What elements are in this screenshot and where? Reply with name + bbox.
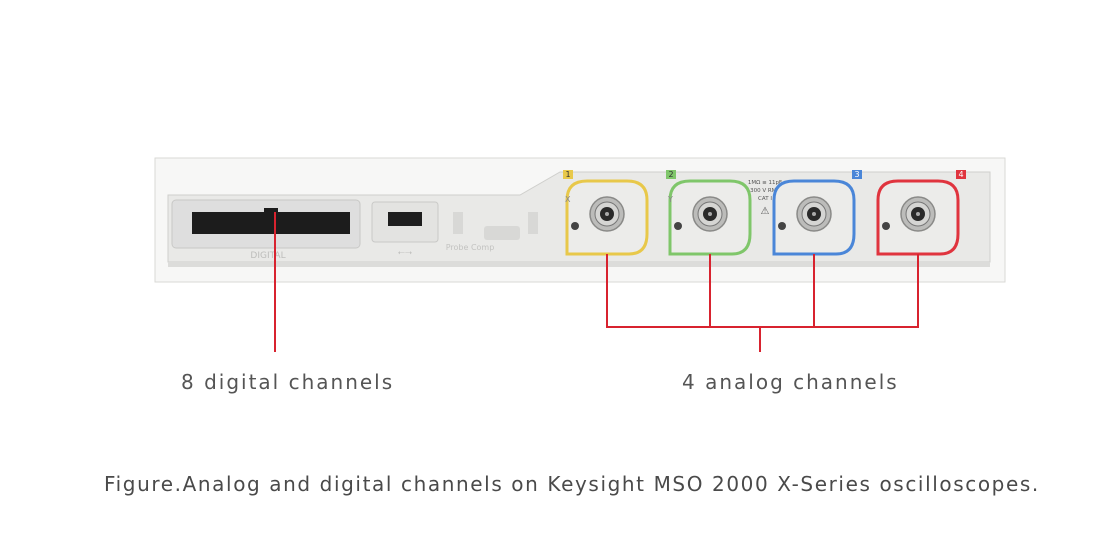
channel-4-number: 4	[958, 170, 963, 179]
usb-port	[388, 212, 422, 226]
bnc-connector-pin	[916, 212, 920, 216]
analog-channels-callout: 4 analog channels	[682, 370, 899, 394]
bnc-connector-pin	[708, 212, 712, 216]
channel-1-number: 1	[565, 170, 570, 179]
probe-comp-label: Probe Comp	[446, 243, 495, 252]
channel-2-number: 2	[668, 170, 673, 179]
channel-1-input: 1X	[563, 170, 649, 256]
spec-line-1: 1MΩ ≡ 11pF	[748, 180, 782, 186]
bnc-connector-pin	[812, 212, 816, 216]
probe-comp-ground	[484, 226, 520, 240]
warning-icon: ⚠	[761, 206, 770, 217]
ground-screw	[571, 222, 579, 230]
probe-comp-terminal-right	[528, 212, 538, 234]
digital-port-key	[264, 208, 278, 214]
usb-icon: ⭠⭢	[398, 248, 412, 258]
ground-screw	[674, 222, 682, 230]
channel-1-badge	[563, 170, 573, 179]
digital-port-label: DIGITAL	[250, 251, 285, 261]
channel-2-input: 2Y	[666, 170, 752, 256]
channel-4-input: 4	[876, 170, 966, 256]
bnc-connector-pin	[605, 212, 609, 216]
channel-2-badge	[666, 170, 676, 179]
figure-caption: Figure.Analog and digital channels on Ke…	[104, 472, 1040, 496]
panel-bottom-edge	[168, 262, 990, 267]
digital-port	[192, 212, 350, 234]
channel-3-badge	[852, 170, 862, 179]
input-spec-text: 1MΩ ≡ 11pF 300 V RMS CAT I	[748, 180, 782, 202]
ground-screw	[882, 222, 890, 230]
spec-line-3: CAT I	[758, 196, 772, 202]
channel-2-axis-label: Y	[667, 195, 673, 204]
digital-channels-callout: 8 digital channels	[181, 370, 395, 394]
probe-comp-terminal-left	[453, 212, 463, 234]
channel-3-number: 3	[854, 170, 859, 179]
leader-lines	[274, 212, 919, 352]
channel-4-badge	[956, 170, 966, 179]
channel-3-input: 3	[772, 170, 862, 256]
channel-1-axis-label: X	[565, 195, 571, 204]
ground-screw	[778, 222, 786, 230]
spec-line-2: 300 V RMS	[750, 188, 780, 194]
